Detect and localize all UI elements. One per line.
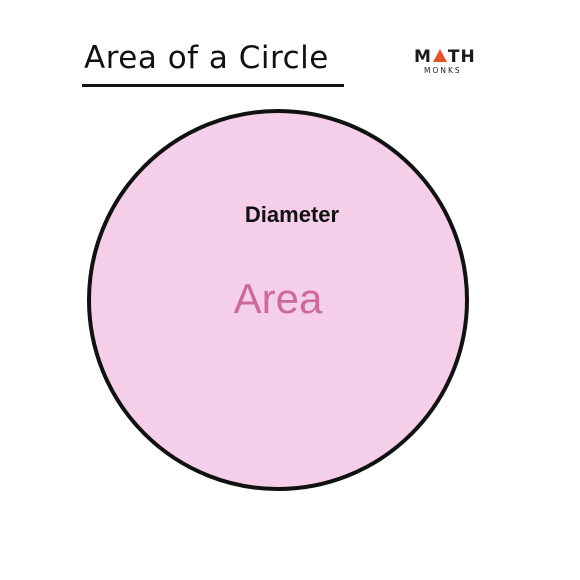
logo-wordmark: M TH xyxy=(414,47,476,67)
logo-subtitle: MONKS xyxy=(424,66,462,75)
math-monks-logo: M TH MONKS xyxy=(414,47,476,75)
logo-text-start: M xyxy=(414,47,432,67)
area-label: Area xyxy=(234,275,323,322)
circle-shape xyxy=(87,109,469,491)
logo-text-end: TH xyxy=(447,47,476,67)
page-title: Area of a Circle xyxy=(84,40,329,76)
triangle-icon xyxy=(432,49,447,62)
title-underline xyxy=(82,84,344,87)
diameter-label: Diameter xyxy=(245,202,340,227)
